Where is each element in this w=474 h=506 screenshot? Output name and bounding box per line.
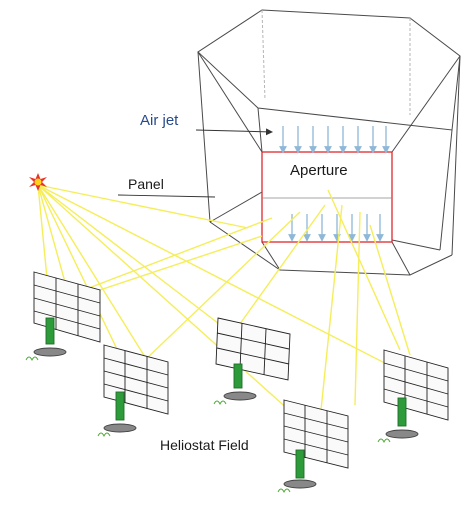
incident-rays [37, 184, 409, 421]
panel-pointer [117, 194, 216, 198]
air-jet-pointer [195, 128, 273, 136]
heliostat-icon [213, 317, 291, 406]
heliostat-icon [377, 349, 449, 444]
panel-label: Panel [128, 176, 164, 192]
sun-icon [29, 173, 47, 191]
air-jet-label: Air jet [140, 112, 179, 129]
reflected-rays [67, 189, 411, 421]
air-jet-arrows-bottom [288, 214, 384, 242]
receiver-housing [197, 9, 461, 276]
aperture-label: Aperture [290, 162, 348, 179]
heliostat-icon [97, 344, 169, 438]
air-jet-arrows-top [279, 126, 390, 154]
heliostat-icon [25, 271, 101, 362]
heliostat-field-label: Heliostat Field [160, 437, 249, 453]
heliostat-icon [277, 399, 349, 494]
